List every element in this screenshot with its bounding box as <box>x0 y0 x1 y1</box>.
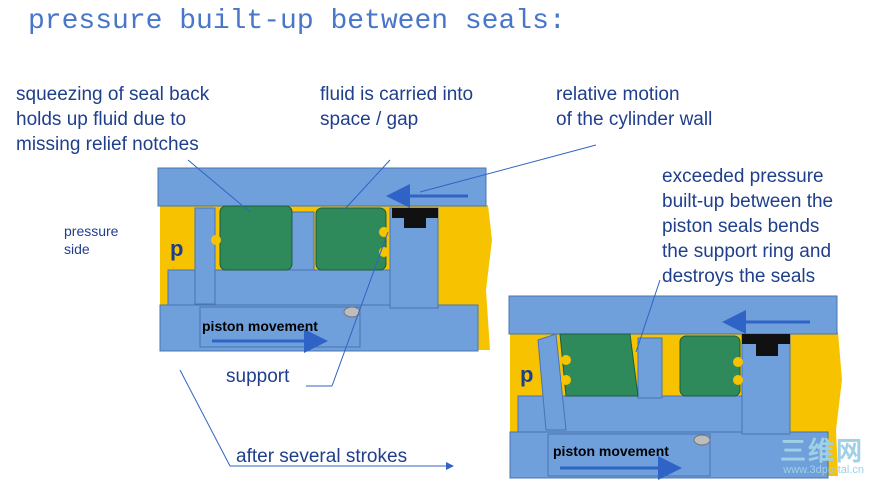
label-exceeded-line-1: exceeded pressure <box>662 166 824 187</box>
right-cylinder-wall <box>508 295 838 335</box>
right-wiper <box>742 334 790 356</box>
left-assembly <box>157 167 492 353</box>
label-exceeded-line-2: built-up between the <box>662 191 834 212</box>
leader-relative <box>419 144 597 193</box>
right-seal-notch-b <box>561 375 571 385</box>
right-ball <box>693 434 711 446</box>
watermark-main: 三维网 <box>779 436 864 466</box>
label-squeezing-line-1: squeezing of seal back <box>16 84 210 105</box>
watermark-logo: 三维网 www.3dportal.cn <box>780 438 864 476</box>
label-pressure-side: pressure side <box>64 222 118 258</box>
right-seal-1 <box>559 333 639 397</box>
watermark-sub: www.3dportal.cn <box>783 464 864 476</box>
label-exceeded-line-5: destroys the seals <box>662 266 816 287</box>
left-seal-1 <box>219 205 293 271</box>
label-fluid: fluid is carried into space / gap <box>320 82 473 132</box>
label-exceeded: exceeded pressure built-up between the p… <box>662 164 833 289</box>
label-exceeded-line-4: the support ring and <box>662 241 832 262</box>
piston-movement-right: piston movement <box>553 443 669 459</box>
leader-lines <box>179 144 661 470</box>
right-seal-notch-c <box>733 357 743 367</box>
label-pressure-side-line-2: side <box>64 241 90 257</box>
leader-after <box>179 369 231 467</box>
left-seal-notch-a <box>211 235 221 245</box>
left-support-ring <box>194 207 216 305</box>
label-pressure-side-line-1: pressure <box>64 223 119 239</box>
leader-support-diag <box>331 231 389 387</box>
right-seal-2 <box>679 335 741 397</box>
right-seal-notch-a <box>561 355 571 365</box>
label-relative: relative motion of the cylinder wall <box>556 82 712 132</box>
label-after-strokes: after several strokes <box>236 446 408 467</box>
label-support: support <box>226 366 290 387</box>
right-assembly <box>508 295 842 480</box>
label-squeezing-line-2: holds up fluid due to <box>16 109 187 130</box>
left-groove-land <box>289 211 315 271</box>
leader-fluid <box>343 159 391 211</box>
pressure-p-left: p <box>170 236 184 261</box>
right-groove-land <box>637 337 663 399</box>
label-exceeded-line-3: piston seals bends <box>662 216 820 237</box>
leader-exceeded <box>635 279 661 353</box>
right-support-ring-bent <box>537 333 567 431</box>
right-seal-notch-d <box>733 375 743 385</box>
left-cylinder-wall <box>157 167 487 207</box>
label-fluid-line-1: fluid is carried into <box>320 84 474 105</box>
left-ball <box>343 306 361 318</box>
leader-squeezing <box>187 159 251 213</box>
left-wiper <box>392 208 438 228</box>
label-relative-line-1: relative motion <box>556 84 680 105</box>
left-seal-2 <box>315 207 387 271</box>
label-squeezing-line-3: missing relief notches <box>16 134 199 155</box>
pressure-p-right: p <box>520 362 534 387</box>
slide-title: pressure built-up between seals: <box>28 6 566 37</box>
piston-movement-left: piston movement <box>202 318 318 334</box>
label-squeezing: squeezing of seal back holds up fluid du… <box>16 82 209 157</box>
label-fluid-line-2: space / gap <box>320 109 419 130</box>
left-seal-notch-b <box>379 227 389 237</box>
label-relative-line-2: of the cylinder wall <box>556 109 713 130</box>
